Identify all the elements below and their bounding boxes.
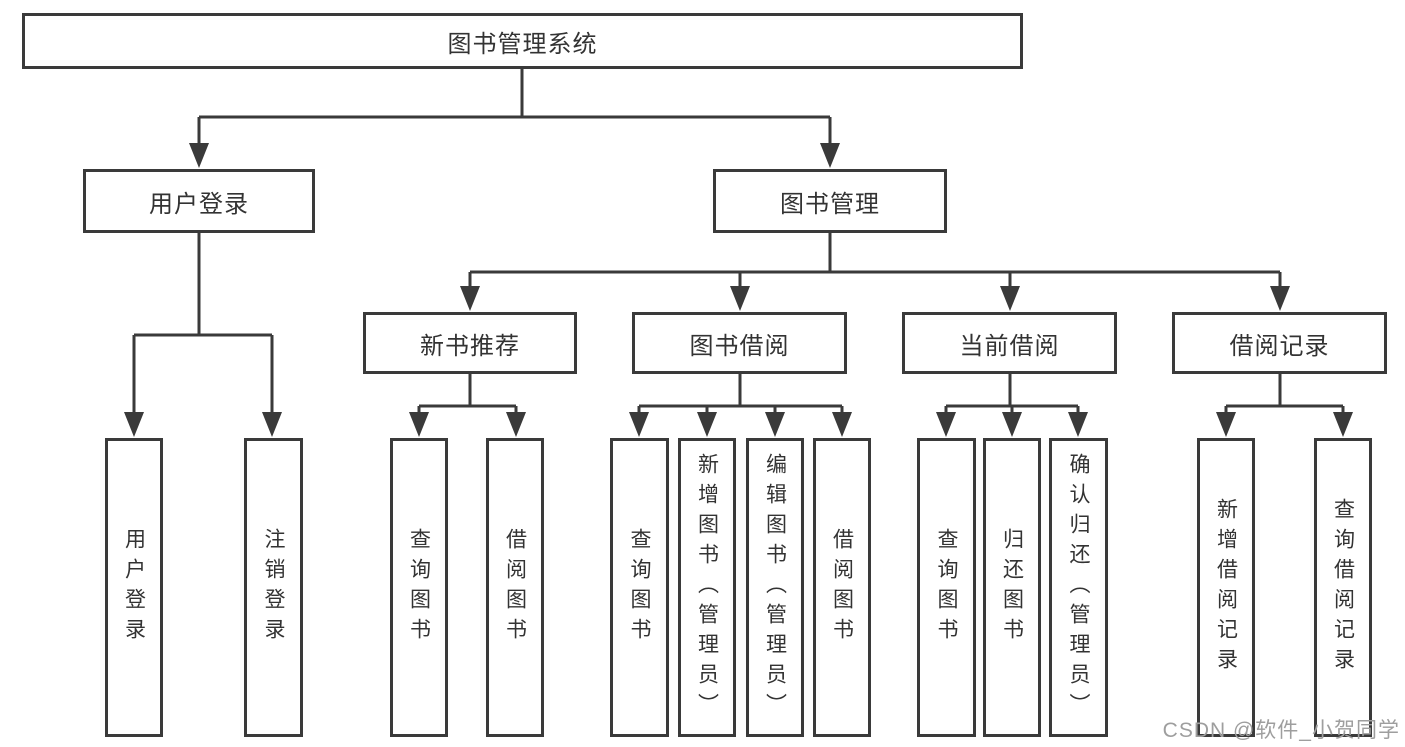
arrow-down-icon (832, 412, 852, 437)
edge-root-to-level2 (197, 69, 832, 146)
node-user-login: 用户登录 (83, 169, 315, 233)
arrow-down-icon (629, 412, 649, 437)
arrow-down-icon (1216, 412, 1236, 437)
leaf-add-borrow-record: 新增借阅记录 (1197, 438, 1255, 737)
leaf-label: 查询图书 (628, 527, 651, 648)
leaf-label: 用户登录 (122, 527, 146, 648)
arrow-down-icon (1000, 286, 1020, 311)
edge-bookborrow-to-leaves (637, 374, 844, 416)
leaf-label: 新增图书（管理员） (695, 452, 719, 723)
node-library-management-system: 图书管理系统 (22, 13, 1023, 69)
arrow-down-icon (730, 286, 750, 311)
arrow-down-icon (697, 412, 717, 437)
leaf-query-books-current: 查询图书 (917, 438, 976, 737)
leaf-label: 查询借阅记录 (1331, 497, 1355, 678)
leaf-label: 新增借阅记录 (1214, 497, 1238, 678)
leaf-label: 查询图书 (935, 527, 958, 648)
arrow-down-icon (124, 412, 144, 437)
edge-newbookrec-to-leaves (417, 374, 518, 416)
leaf-user-login: 用户登录 (105, 438, 163, 737)
edge-currentborrow-to-leaves (944, 374, 1080, 416)
leaf-logout: 注销登录 (244, 438, 303, 737)
arrow-down-icon (936, 412, 956, 437)
leaf-borrow-books-recommend: 借阅图书 (486, 438, 544, 737)
leaf-query-borrow-record: 查询借阅记录 (1314, 438, 1372, 737)
node-book-borrow: 图书借阅 (632, 312, 847, 374)
node-new-book-recommend: 新书推荐 (363, 312, 577, 374)
node-book-management: 图书管理 (713, 169, 947, 233)
arrow-down-icon (1068, 412, 1088, 437)
edge-bookmgmt-to-level3 (468, 232, 1282, 290)
leaf-label: 查询图书 (407, 527, 431, 648)
arrow-down-icon (1333, 412, 1353, 437)
arrow-down-icon (409, 412, 429, 437)
edge-borrowrecords-to-leaves (1224, 374, 1345, 416)
arrow-down-icon (460, 286, 480, 311)
arrow-down-icon (765, 412, 785, 437)
leaf-label: 注销登录 (262, 527, 285, 648)
arrow-down-icon (1002, 412, 1022, 437)
leaf-query-books-recommend: 查询图书 (390, 438, 448, 737)
leaf-return-books: 归还图书 (983, 438, 1041, 737)
leaf-label: 确认归还（管理员） (1067, 452, 1090, 723)
node-current-borrow: 当前借阅 (902, 312, 1117, 374)
leaf-label: 借阅图书 (830, 527, 854, 648)
leaf-label: 借阅图书 (503, 527, 527, 648)
leaf-add-books-admin: 新增图书（管理员） (678, 438, 736, 737)
leaf-borrow-books: 借阅图书 (813, 438, 871, 737)
leaf-query-books-borrow: 查询图书 (610, 438, 669, 737)
arrow-down-icon (1270, 286, 1290, 311)
edge-userlogin-to-leaves (132, 232, 274, 416)
leaf-label: 归还图书 (1000, 527, 1024, 648)
leaf-confirm-return-admin: 确认归还（管理员） (1049, 438, 1108, 737)
arrow-down-icon (506, 412, 526, 437)
arrow-down-icon (189, 143, 209, 168)
leaf-edit-books-admin: 编辑图书（管理员） (746, 438, 804, 737)
leaf-label: 编辑图书（管理员） (763, 452, 787, 723)
arrow-down-icon (262, 412, 282, 437)
csdn-watermark: CSDN @软件_小贺同学 (1162, 719, 1400, 742)
node-borrow-records: 借阅记录 (1172, 312, 1387, 374)
arrow-down-icon (820, 143, 840, 168)
